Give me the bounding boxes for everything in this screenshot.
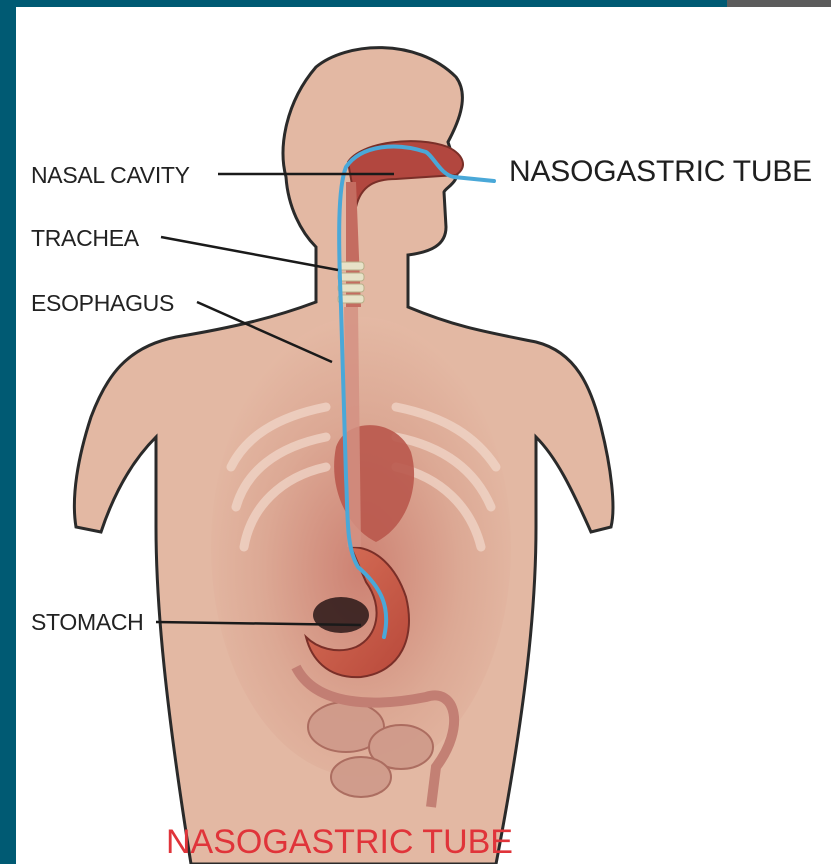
label-nasogastric-tube: NASOGASTRIC TUBE (509, 155, 812, 189)
diagram-title: NASOGASTRIC TUBE (166, 823, 513, 862)
frame-corner (727, 0, 831, 7)
diagram-canvas: NASAL CAVITY TRACHEA ESOPHAGUS STOMACH N… (16, 7, 831, 864)
label-nasal-cavity: NASAL CAVITY (31, 162, 190, 189)
label-trachea: TRACHEA (31, 225, 139, 252)
anatomy-illustration (16, 7, 831, 864)
stomach-cavity (313, 597, 369, 633)
label-stomach: STOMACH (31, 609, 144, 636)
label-esophagus: ESOPHAGUS (31, 290, 174, 317)
